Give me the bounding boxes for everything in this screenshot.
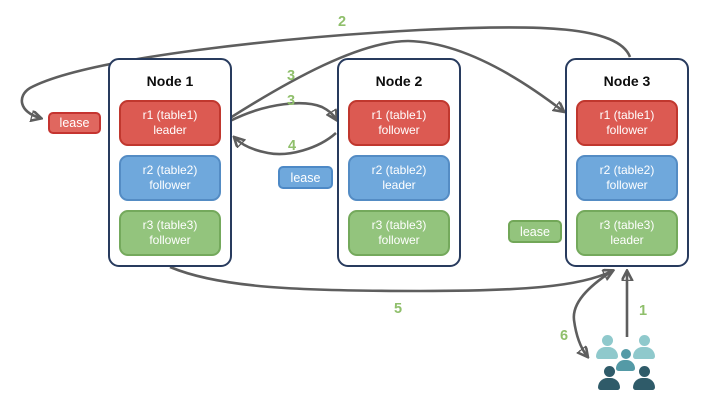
replica-range: r2 (table2) — [142, 162, 198, 177]
step-label-2: 2 — [337, 14, 347, 30]
replica-role: leader — [382, 178, 416, 192]
node-3: Node 3 r1 (table1) follower r2 (table2) … — [565, 58, 689, 267]
users-group-icon — [595, 333, 661, 399]
node-1: Node 1 r1 (table1) leader r2 (table2) fo… — [108, 58, 232, 267]
replica-range: r2 (table2) — [371, 162, 427, 177]
replica-role: follower — [149, 178, 191, 192]
replica-role: leader — [153, 123, 187, 137]
arrow-step-5 — [169, 265, 612, 293]
step-label-1: 1 — [638, 303, 648, 319]
node1-replica-r2: r2 (table2) follower — [119, 155, 221, 201]
node3-replica-r1: r1 (table1) follower — [576, 100, 678, 146]
user-figure — [598, 366, 620, 390]
step-label-3b: 3 — [286, 93, 296, 109]
arrow-step-3-to-node2 — [229, 102, 336, 121]
user-figure — [633, 366, 655, 390]
user-figure — [633, 335, 655, 359]
lease-badge-r3: lease — [508, 220, 562, 243]
replica-role: follower — [378, 233, 420, 247]
replica-role: leader — [610, 233, 644, 247]
node-2-title: Node 2 — [375, 73, 423, 89]
replica-range: r1 (table1) — [371, 107, 427, 122]
node1-replica-r3: r3 (table3) follower — [119, 210, 221, 256]
replica-role: follower — [606, 123, 648, 137]
lease-badge-r1: lease — [48, 112, 101, 134]
step-label-4: 4 — [287, 138, 297, 154]
arrow-step-6 — [572, 269, 613, 356]
replica-range: r1 (table1) — [599, 107, 655, 122]
step-label-3a: 3 — [286, 68, 296, 84]
node-1-title: Node 1 — [146, 73, 194, 89]
arrow-step-2 — [20, 26, 632, 118]
node2-replica-r1: r1 (table1) follower — [348, 100, 450, 146]
replica-range: r3 (table3) — [371, 217, 427, 232]
node-3-title: Node 3 — [603, 73, 651, 89]
replica-range: r3 (table3) — [142, 217, 198, 232]
step-label-5: 5 — [393, 301, 403, 317]
arrow-step-3-to-node3 — [229, 39, 563, 120]
arrow-step-4 — [235, 132, 337, 156]
user-figure — [616, 349, 635, 371]
node1-replica-r1: r1 (table1) leader — [119, 100, 221, 146]
replica-role: follower — [149, 233, 191, 247]
replica-range: r3 (table3) — [599, 217, 655, 232]
replica-role: follower — [378, 123, 420, 137]
lease-badge-r2: lease — [278, 166, 333, 189]
replica-role: follower — [606, 178, 648, 192]
replica-range: r1 (table1) — [142, 107, 198, 122]
replica-range: r2 (table2) — [599, 162, 655, 177]
node3-replica-r2: r2 (table2) follower — [576, 155, 678, 201]
node2-replica-r2: r2 (table2) leader — [348, 155, 450, 201]
node-2: Node 2 r1 (table1) follower r2 (table2) … — [337, 58, 461, 267]
step-label-6: 6 — [559, 328, 569, 344]
node2-replica-r3: r3 (table3) follower — [348, 210, 450, 256]
node3-replica-r3: r3 (table3) leader — [576, 210, 678, 256]
user-figure — [596, 335, 618, 359]
